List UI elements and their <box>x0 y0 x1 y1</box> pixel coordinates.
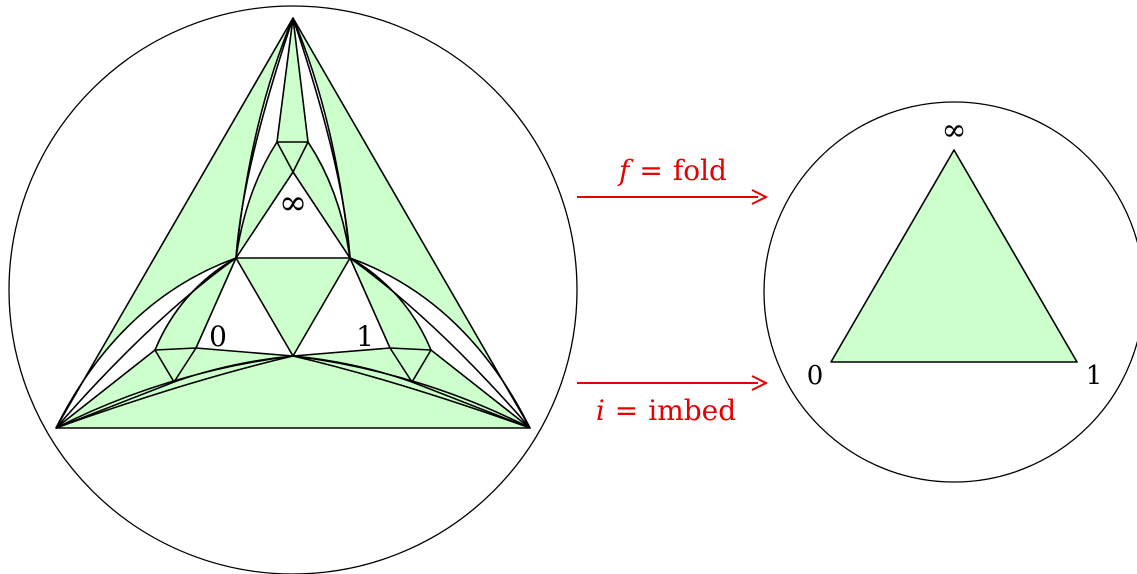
imbed-arrow-group: i = imbed <box>577 375 769 427</box>
arc-bl-inner-right <box>55 355 294 429</box>
arc-bl-mid-a <box>55 349 156 429</box>
imbed-arrow-label: i = imbed <box>596 394 736 427</box>
arc-br-outer-up <box>349 257 531 429</box>
imbed-arrowhead <box>751 375 769 391</box>
fold-var: f <box>617 154 634 187</box>
fold-arrow-group: f= fold <box>577 154 769 205</box>
arc-br-inner-left <box>292 355 531 429</box>
left-fan-lines <box>154 257 294 383</box>
left-fan-side-a <box>155 258 236 350</box>
top-small-triangle <box>276 141 309 173</box>
right-label-infinity: ∞ <box>942 113 967 148</box>
right-fan-lines <box>292 257 432 383</box>
right-disk-group: ∞ 0 1 <box>763 101 1137 483</box>
left-label-zero: 0 <box>209 320 227 353</box>
arc-br-mid-a <box>430 349 531 429</box>
right-small-triangle <box>389 347 432 383</box>
imbed-var: i <box>596 394 605 427</box>
left-fan-inner <box>155 348 196 382</box>
right-triangle-edges <box>830 149 1078 363</box>
fold-name: fold <box>673 154 727 187</box>
right-fan-inner <box>390 348 431 382</box>
outer-lune-bottom <box>56 356 530 428</box>
right-boundary-circle <box>763 101 1137 483</box>
outer-triangle <box>55 17 531 429</box>
left-label-infinity: ∞ <box>279 183 307 223</box>
arc-top-inner-left <box>235 17 294 259</box>
left-label-one: 1 <box>356 320 374 353</box>
left-boundary-circle <box>8 5 578 574</box>
imbed-eq: = <box>615 394 638 427</box>
central-triangle-edges <box>235 257 351 357</box>
left-fan-cap <box>56 350 174 428</box>
arc-top-inner-right <box>292 17 351 259</box>
top-fan-cap <box>277 18 308 142</box>
left-green-regions <box>56 18 530 428</box>
top-fan-inner <box>277 142 308 172</box>
top-fan-lines <box>235 141 351 259</box>
central-triangle <box>236 258 350 356</box>
right-triangle-fill <box>831 150 1077 362</box>
left-disk-group: ∞ 0 1 <box>8 5 578 574</box>
left-edges <box>55 17 531 429</box>
arc-br-mid-b <box>411 381 531 429</box>
right-label-zero: 0 <box>807 361 824 391</box>
arc-bl-outer-up <box>55 257 237 429</box>
left-small-triangle <box>154 347 197 383</box>
right-fan-side-a <box>350 258 431 350</box>
top-fan-side-right <box>293 142 350 258</box>
arc-top-mid-left <box>276 17 294 143</box>
arc-br-inner-up <box>349 257 531 429</box>
fold-eq: = <box>639 154 662 187</box>
fold-arrow-label: f= fold <box>617 154 727 187</box>
arc-bl-inner-up <box>55 257 237 429</box>
right-fan-cap <box>412 350 530 428</box>
imbed-name: imbed <box>648 394 736 427</box>
top-fan-side-left <box>236 142 293 258</box>
right-label-one: 1 <box>1086 361 1103 391</box>
arc-bl-mid-b <box>55 381 175 429</box>
arc-top-mid-right <box>292 17 309 143</box>
fold-arrowhead <box>751 189 769 205</box>
